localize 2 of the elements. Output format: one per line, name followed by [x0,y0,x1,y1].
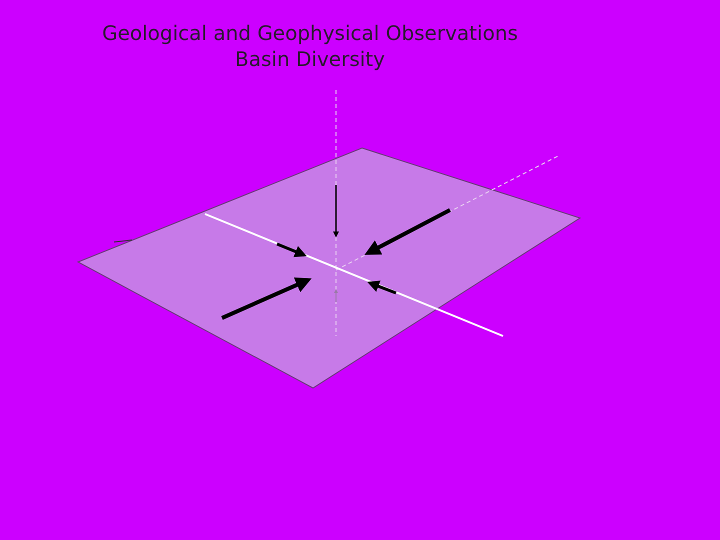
title: Geological and Geophysical Observations [102,20,518,46]
subtitle: Basin Diversity [235,46,385,72]
